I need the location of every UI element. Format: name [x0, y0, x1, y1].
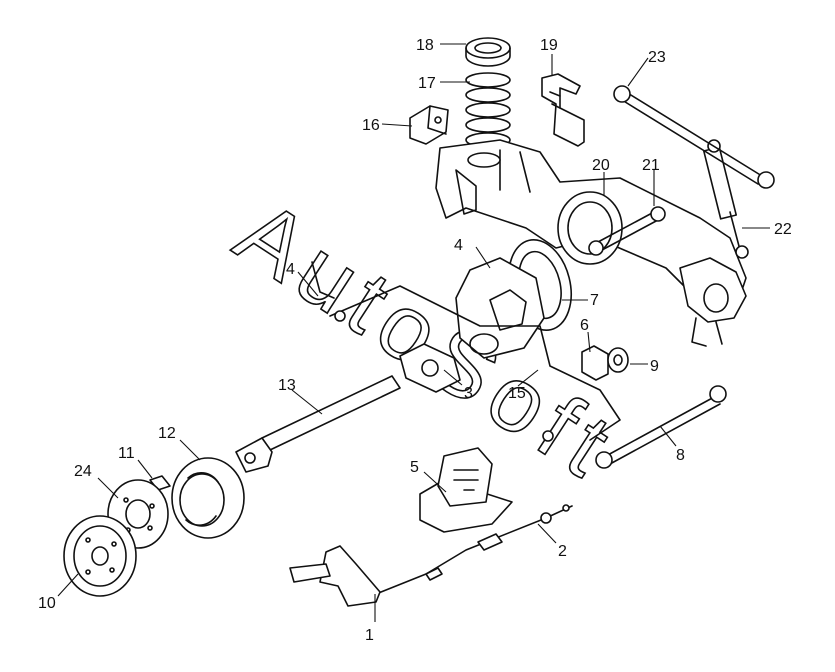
callout-10: 10	[38, 595, 56, 612]
upper-control-arm-part	[588, 206, 666, 256]
bump-stop-part	[409, 105, 449, 145]
callout-2: 2	[558, 543, 567, 560]
callout-11: 11	[118, 445, 135, 462]
parking-brake-lever-part	[289, 545, 381, 607]
universal-joint-part	[399, 343, 461, 393]
brake-drum-part	[63, 515, 137, 597]
bracket-clamp-part	[581, 345, 609, 381]
leader-lines	[57, 43, 770, 622]
callout-20: 20	[592, 157, 610, 174]
callout-15: 15	[508, 385, 526, 402]
lower-control-arm-part	[595, 385, 727, 469]
callout-6: 6	[580, 317, 589, 334]
callout-7: 7	[590, 292, 599, 309]
upper-link-long-part	[613, 85, 775, 189]
callout-labels: 1 2 3 4 4 5 6 7 8 9 10 11 12 13 15 16 17…	[38, 37, 792, 644]
callout-16: 16	[362, 117, 380, 134]
callout-5: 5	[410, 459, 419, 476]
callout-18: 18	[416, 37, 434, 54]
callout-23: 23	[648, 49, 666, 66]
bracket-part	[541, 73, 585, 147]
control-unit-part	[419, 447, 513, 533]
callout-3: 3	[464, 385, 473, 402]
brake-backing-plate-part	[171, 457, 245, 539]
callout-13: 13	[278, 377, 296, 394]
callout-24: 24	[74, 463, 92, 480]
callout-9: 9	[650, 358, 659, 375]
propeller-shaft-part	[235, 375, 401, 473]
parking-brake-cable-part	[375, 504, 573, 595]
callout-19: 19	[540, 37, 558, 54]
spring-seat-part	[465, 37, 511, 67]
differential-carrier-part	[455, 257, 545, 359]
callout-8: 8	[676, 447, 685, 464]
callout-12: 12	[158, 425, 176, 442]
callout-4-pipe: 4	[286, 261, 295, 278]
callout-4-carrier: 4	[454, 237, 463, 254]
brake-pipe-part	[311, 261, 621, 442]
callout-17: 17	[418, 75, 436, 92]
callout-21: 21	[642, 157, 660, 174]
callout-22: 22	[774, 221, 792, 238]
callout-1: 1	[365, 627, 374, 644]
axle-housing-part	[435, 139, 747, 347]
rubber-bushing-part	[607, 347, 629, 373]
